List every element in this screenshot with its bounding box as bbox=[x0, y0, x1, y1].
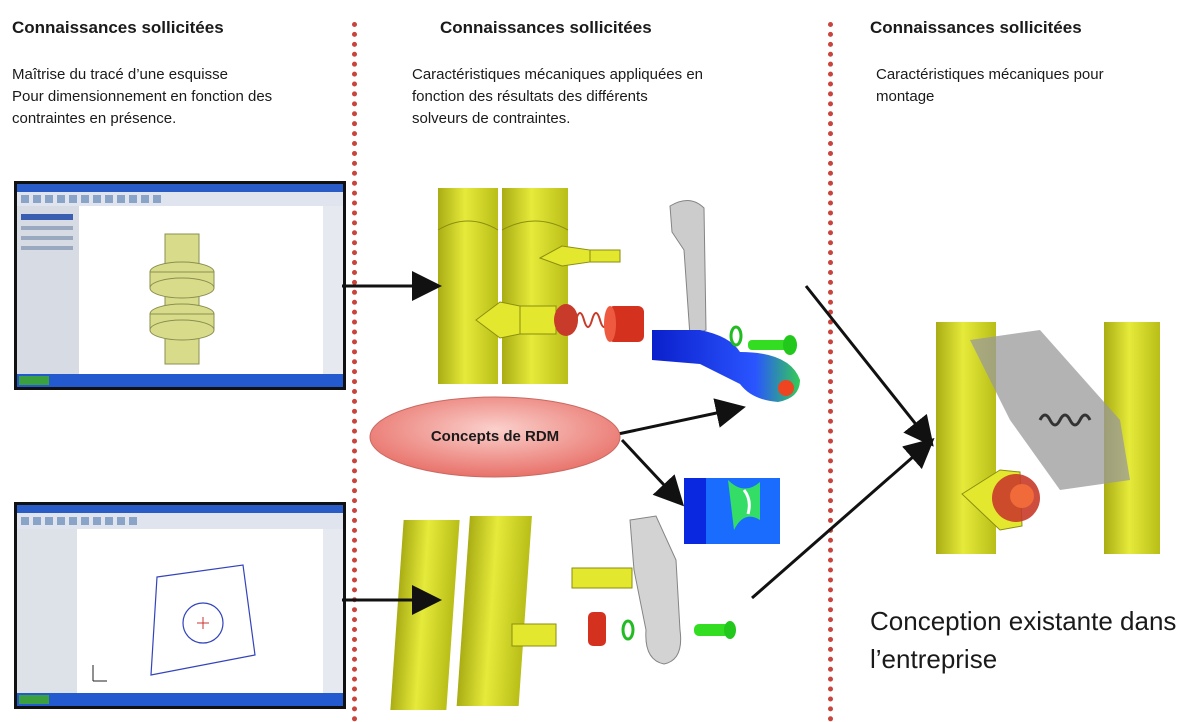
cad-screenshot-bottom-art bbox=[17, 505, 343, 706]
column-1-line-3: contraintes en présence. bbox=[12, 110, 177, 127]
existing-design-render bbox=[934, 322, 1196, 554]
column-1-text: Maîtrise du tracé d’une esquisse Pour di… bbox=[12, 64, 272, 130]
column-2-line-3: solveurs de contraintes. bbox=[412, 110, 571, 127]
fea-result-block bbox=[684, 478, 780, 544]
divider-right bbox=[828, 22, 833, 722]
caption-line-2: l’entreprise bbox=[870, 644, 998, 674]
column-2-line-2: fonction des résultats des différents bbox=[412, 88, 648, 105]
rdm-ellipse bbox=[369, 396, 621, 478]
column-2-text: Caractéristiques mécaniques appliquées e… bbox=[412, 64, 703, 130]
arrow-converge-upper bbox=[804, 285, 934, 447]
column-3-line-1: Caractéristiques mécaniques pour bbox=[876, 66, 1104, 83]
arrow-rdm-lower bbox=[620, 438, 685, 507]
rdm-concepts-label: Concepts de RDM bbox=[430, 428, 560, 445]
column-2-line-1: Caractéristiques mécaniques appliquées e… bbox=[412, 66, 704, 83]
upper-assembly bbox=[437, 188, 800, 402]
arrow-rdm-upper bbox=[617, 398, 746, 436]
existing-design-caption: Conception existante dans l’entreprise bbox=[870, 602, 1176, 678]
cad-screenshot-bottom bbox=[14, 502, 346, 709]
column-1-line-2: Pour dimensionnement en fonction des bbox=[12, 88, 273, 105]
column-3-text: Caractéristiques mécaniques pour montage bbox=[876, 64, 1104, 108]
arrow-converge-lower bbox=[751, 438, 935, 600]
lower-assembly bbox=[390, 515, 736, 710]
cad-screenshot-top-art bbox=[17, 184, 343, 387]
caption-line-1: Conception existante dans bbox=[870, 606, 1177, 636]
column-2-heading: Connaissances sollicitées bbox=[440, 18, 652, 37]
column-3-heading: Connaissances sollicitées bbox=[870, 18, 1082, 37]
cad-screenshot-top bbox=[14, 181, 346, 390]
column-1-heading: Connaissances sollicitées bbox=[12, 18, 224, 37]
column-1-line-1: Maîtrise du tracé d’une esquisse bbox=[12, 66, 228, 83]
divider-left bbox=[352, 22, 357, 722]
column-3-line-2: montage bbox=[876, 88, 935, 105]
